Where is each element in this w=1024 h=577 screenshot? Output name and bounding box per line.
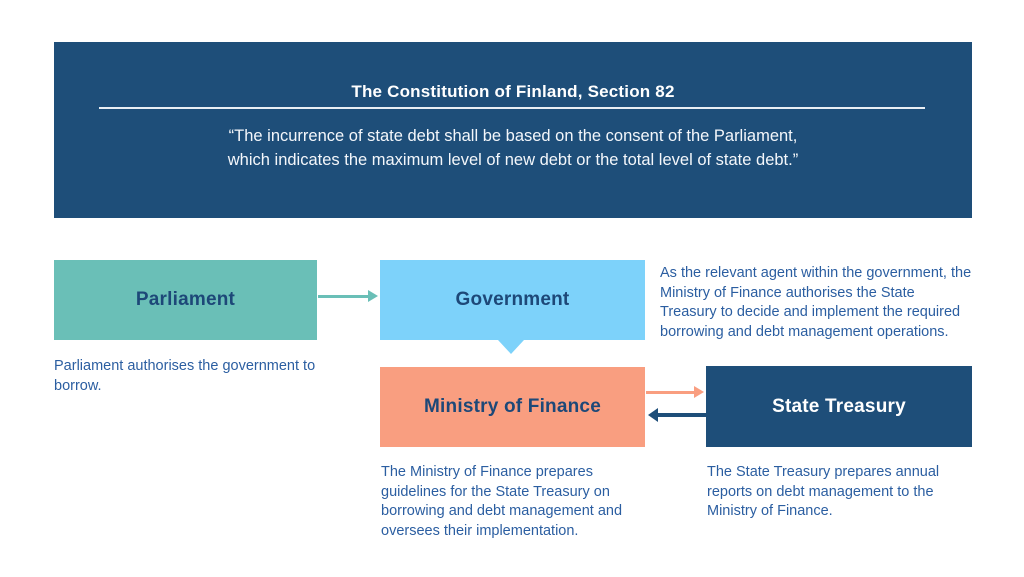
government-box: Government [380,260,645,340]
arrowhead-left-icon [648,408,658,422]
parliament-label: Parliament [135,289,236,310]
ministry-of-finance-box: Ministry of Finance [380,367,645,447]
state-treasury-caption: The State Treasury prepares annual repor… [707,464,940,519]
quote-line-1: “The incurrence of state debt shall be b… [228,127,798,145]
constitution-quote: “The incurrence of state debt shall be b… [54,125,972,172]
arrowhead-right-icon [368,290,378,302]
quote-line-2: which indicates the maximum level of new… [227,150,799,169]
title-divider [99,107,925,109]
government-caption: As the relevant agent within the governm… [660,265,972,340]
ministry-of-finance-caption: The Ministry of Finance prepares guideli… [381,464,623,539]
government-pointer-tail-icon [498,340,524,354]
government-label: Government [455,289,570,310]
constitution-title: The Constitution of Finland, Section 82 [351,82,675,101]
constitution-panel: The Constitution of Finland, Section 82 … [54,42,972,218]
ministry-of-finance-label: Ministry of Finance [424,396,601,417]
parliament-caption: Parliament authorises the government to … [54,358,316,394]
arrowhead-right-icon [694,386,704,398]
arrow-line [658,413,706,417]
state-treasury-box: State Treasury [706,366,972,447]
arrow-line [646,391,694,394]
parliament-box: Parliament [54,260,317,340]
state-treasury-label: State Treasury [772,395,906,417]
arrow-line [318,295,368,298]
